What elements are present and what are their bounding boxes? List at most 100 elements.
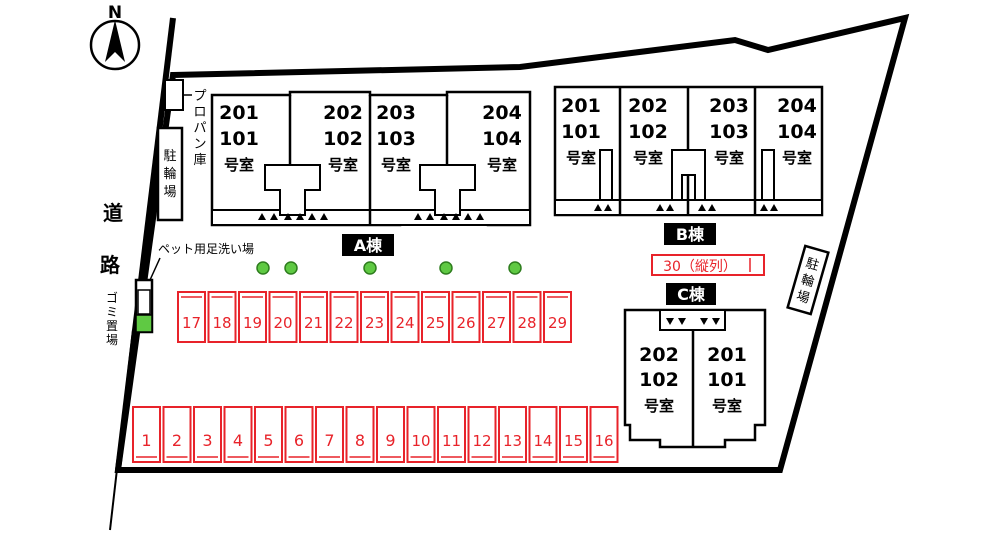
- parking-space-29: 29: [543, 291, 572, 343]
- tree-3: [363, 261, 377, 275]
- parking-space-7: 7: [315, 406, 344, 463]
- trees: [256, 261, 522, 275]
- parking-space-14: 14: [528, 406, 558, 463]
- parking-space-label: 29: [548, 314, 567, 332]
- propane-char-5: 庫: [193, 153, 206, 168]
- tree-4: [439, 261, 453, 275]
- b-unit-2-suffix: 号室: [633, 149, 663, 167]
- parking-space-label: 15: [564, 432, 583, 450]
- parking-space-label: 4: [233, 431, 243, 450]
- propane-char-3: パ: [193, 121, 206, 136]
- building-c-label: C棟: [666, 283, 716, 305]
- parking-space-15: 15: [559, 406, 588, 463]
- parking-space-27: 27: [482, 291, 511, 343]
- parking-space-23: 23: [360, 291, 389, 343]
- b-unit-4-lower: 104: [777, 121, 817, 143]
- parking-space-19: 19: [238, 291, 267, 343]
- b-unit-2-lower: 102: [628, 121, 668, 143]
- parking-space-label: 7: [324, 431, 334, 450]
- parking-space-5: 5: [254, 406, 283, 463]
- parking-space-label: 24: [395, 314, 414, 332]
- bike-right-char-3: 場: [795, 289, 812, 307]
- garbage-char-3: 置: [106, 319, 118, 333]
- building-a: [210, 90, 532, 227]
- a-unit-4-upper: 204: [482, 102, 522, 124]
- bike-left-char-3: 場: [163, 185, 176, 200]
- parking-space-30: 30（縦列）: [651, 254, 765, 276]
- parking-space-10: 10: [406, 406, 436, 463]
- parking-space-label: 2: [172, 431, 182, 450]
- building-c-units: 202 102 号室 201 101 号室: [639, 344, 747, 415]
- parking-space-label: 18: [212, 314, 231, 332]
- parking-space-17: 17: [177, 291, 206, 343]
- garbage-char-2: ミ: [106, 305, 118, 319]
- parking-space-4: 4: [223, 406, 253, 463]
- c-unit-1-lower: 102: [639, 369, 679, 391]
- b-unit-3-lower: 103: [709, 121, 749, 143]
- parking-space-20: 20: [268, 291, 298, 343]
- parking-space-label: 9: [385, 431, 395, 450]
- road-line-upper: [115, 17, 176, 471]
- a-unit-3-suffix: 号室: [381, 156, 411, 174]
- parking-space-label: 14: [533, 432, 552, 450]
- c-unit-2-suffix: 号室: [712, 397, 742, 415]
- parking-space-12: 12: [467, 406, 497, 463]
- parking-space-label: 28: [517, 314, 536, 332]
- parking-space-label: 5: [263, 431, 273, 450]
- parking-space-label: 10: [411, 432, 430, 450]
- north-compass: N: [89, 3, 141, 71]
- parking-space-label: 23: [365, 314, 384, 332]
- parking-space-11: 11: [437, 406, 466, 463]
- parking-space-label: 26: [456, 314, 475, 332]
- b-unit-3-suffix: 号室: [714, 149, 744, 167]
- b-unit-1-lower: 101: [561, 121, 601, 143]
- parking-space-label: 25: [426, 314, 445, 332]
- building-a-label: A棟: [342, 234, 394, 256]
- a-unit-2-upper: 202: [323, 102, 363, 124]
- parking-space-28: 28: [512, 291, 542, 343]
- b-unit-1-upper: 201: [561, 95, 601, 117]
- bicycle-parking-left: 駐 輪 場: [156, 126, 184, 222]
- b-unit-3-upper: 203: [709, 95, 749, 117]
- parking-space-label: 3: [202, 431, 212, 450]
- b-unit-4-upper: 204: [777, 95, 817, 117]
- parking-space-label: 27: [487, 314, 506, 332]
- parking-space-18: 18: [207, 291, 237, 343]
- tree-5: [508, 261, 522, 275]
- parking-30-label: 30（縦列）: [663, 259, 737, 275]
- parking-space-label: 21: [304, 314, 323, 332]
- parking-space-1: 1: [132, 406, 161, 463]
- bike-right-char-2: 輪: [799, 271, 816, 290]
- parking-space-8: 8: [345, 406, 375, 463]
- parking-space-label: 13: [503, 432, 522, 450]
- parking-space-label: 16: [594, 432, 613, 450]
- parking-space-label: 8: [355, 431, 365, 450]
- propane-char-1: プ: [193, 89, 206, 104]
- parking-space-label: 12: [472, 432, 491, 450]
- parking-row-upper: 17 18 19 20 21 22 23 24 25 26 27 28 29: [177, 291, 572, 343]
- a-unit-4-suffix: 号室: [487, 156, 517, 174]
- bike-left-char-1: 駐: [163, 149, 176, 164]
- propane-char-2: ロ: [193, 105, 206, 120]
- parking-space-25: 25: [421, 291, 450, 343]
- b-unit-2-upper: 202: [628, 95, 668, 117]
- parking-space-24: 24: [390, 291, 420, 343]
- garbage-char-1: ゴ: [106, 290, 118, 305]
- parking-space-22: 22: [329, 291, 359, 343]
- a-unit-2-suffix: 号室: [328, 156, 358, 174]
- building-c: [623, 308, 767, 449]
- garbage-area: ゴ ミ 置 場: [106, 278, 154, 347]
- a-unit-2-lower: 102: [323, 128, 363, 150]
- garbage-char-4: 場: [106, 333, 118, 347]
- b-unit-4-suffix: 号室: [782, 149, 812, 167]
- building-b-label: B棟: [664, 223, 716, 245]
- a-unit-1-upper: 201: [219, 102, 259, 124]
- parking-space-3: 3: [193, 406, 222, 463]
- parking-space-label: 22: [334, 314, 353, 332]
- c-unit-2-lower: 101: [707, 369, 747, 391]
- parking-space-label: 20: [273, 314, 292, 332]
- parking-space-26: 26: [451, 291, 481, 343]
- compass-label: N: [108, 3, 122, 23]
- a-unit-1-suffix: 号室: [224, 156, 254, 174]
